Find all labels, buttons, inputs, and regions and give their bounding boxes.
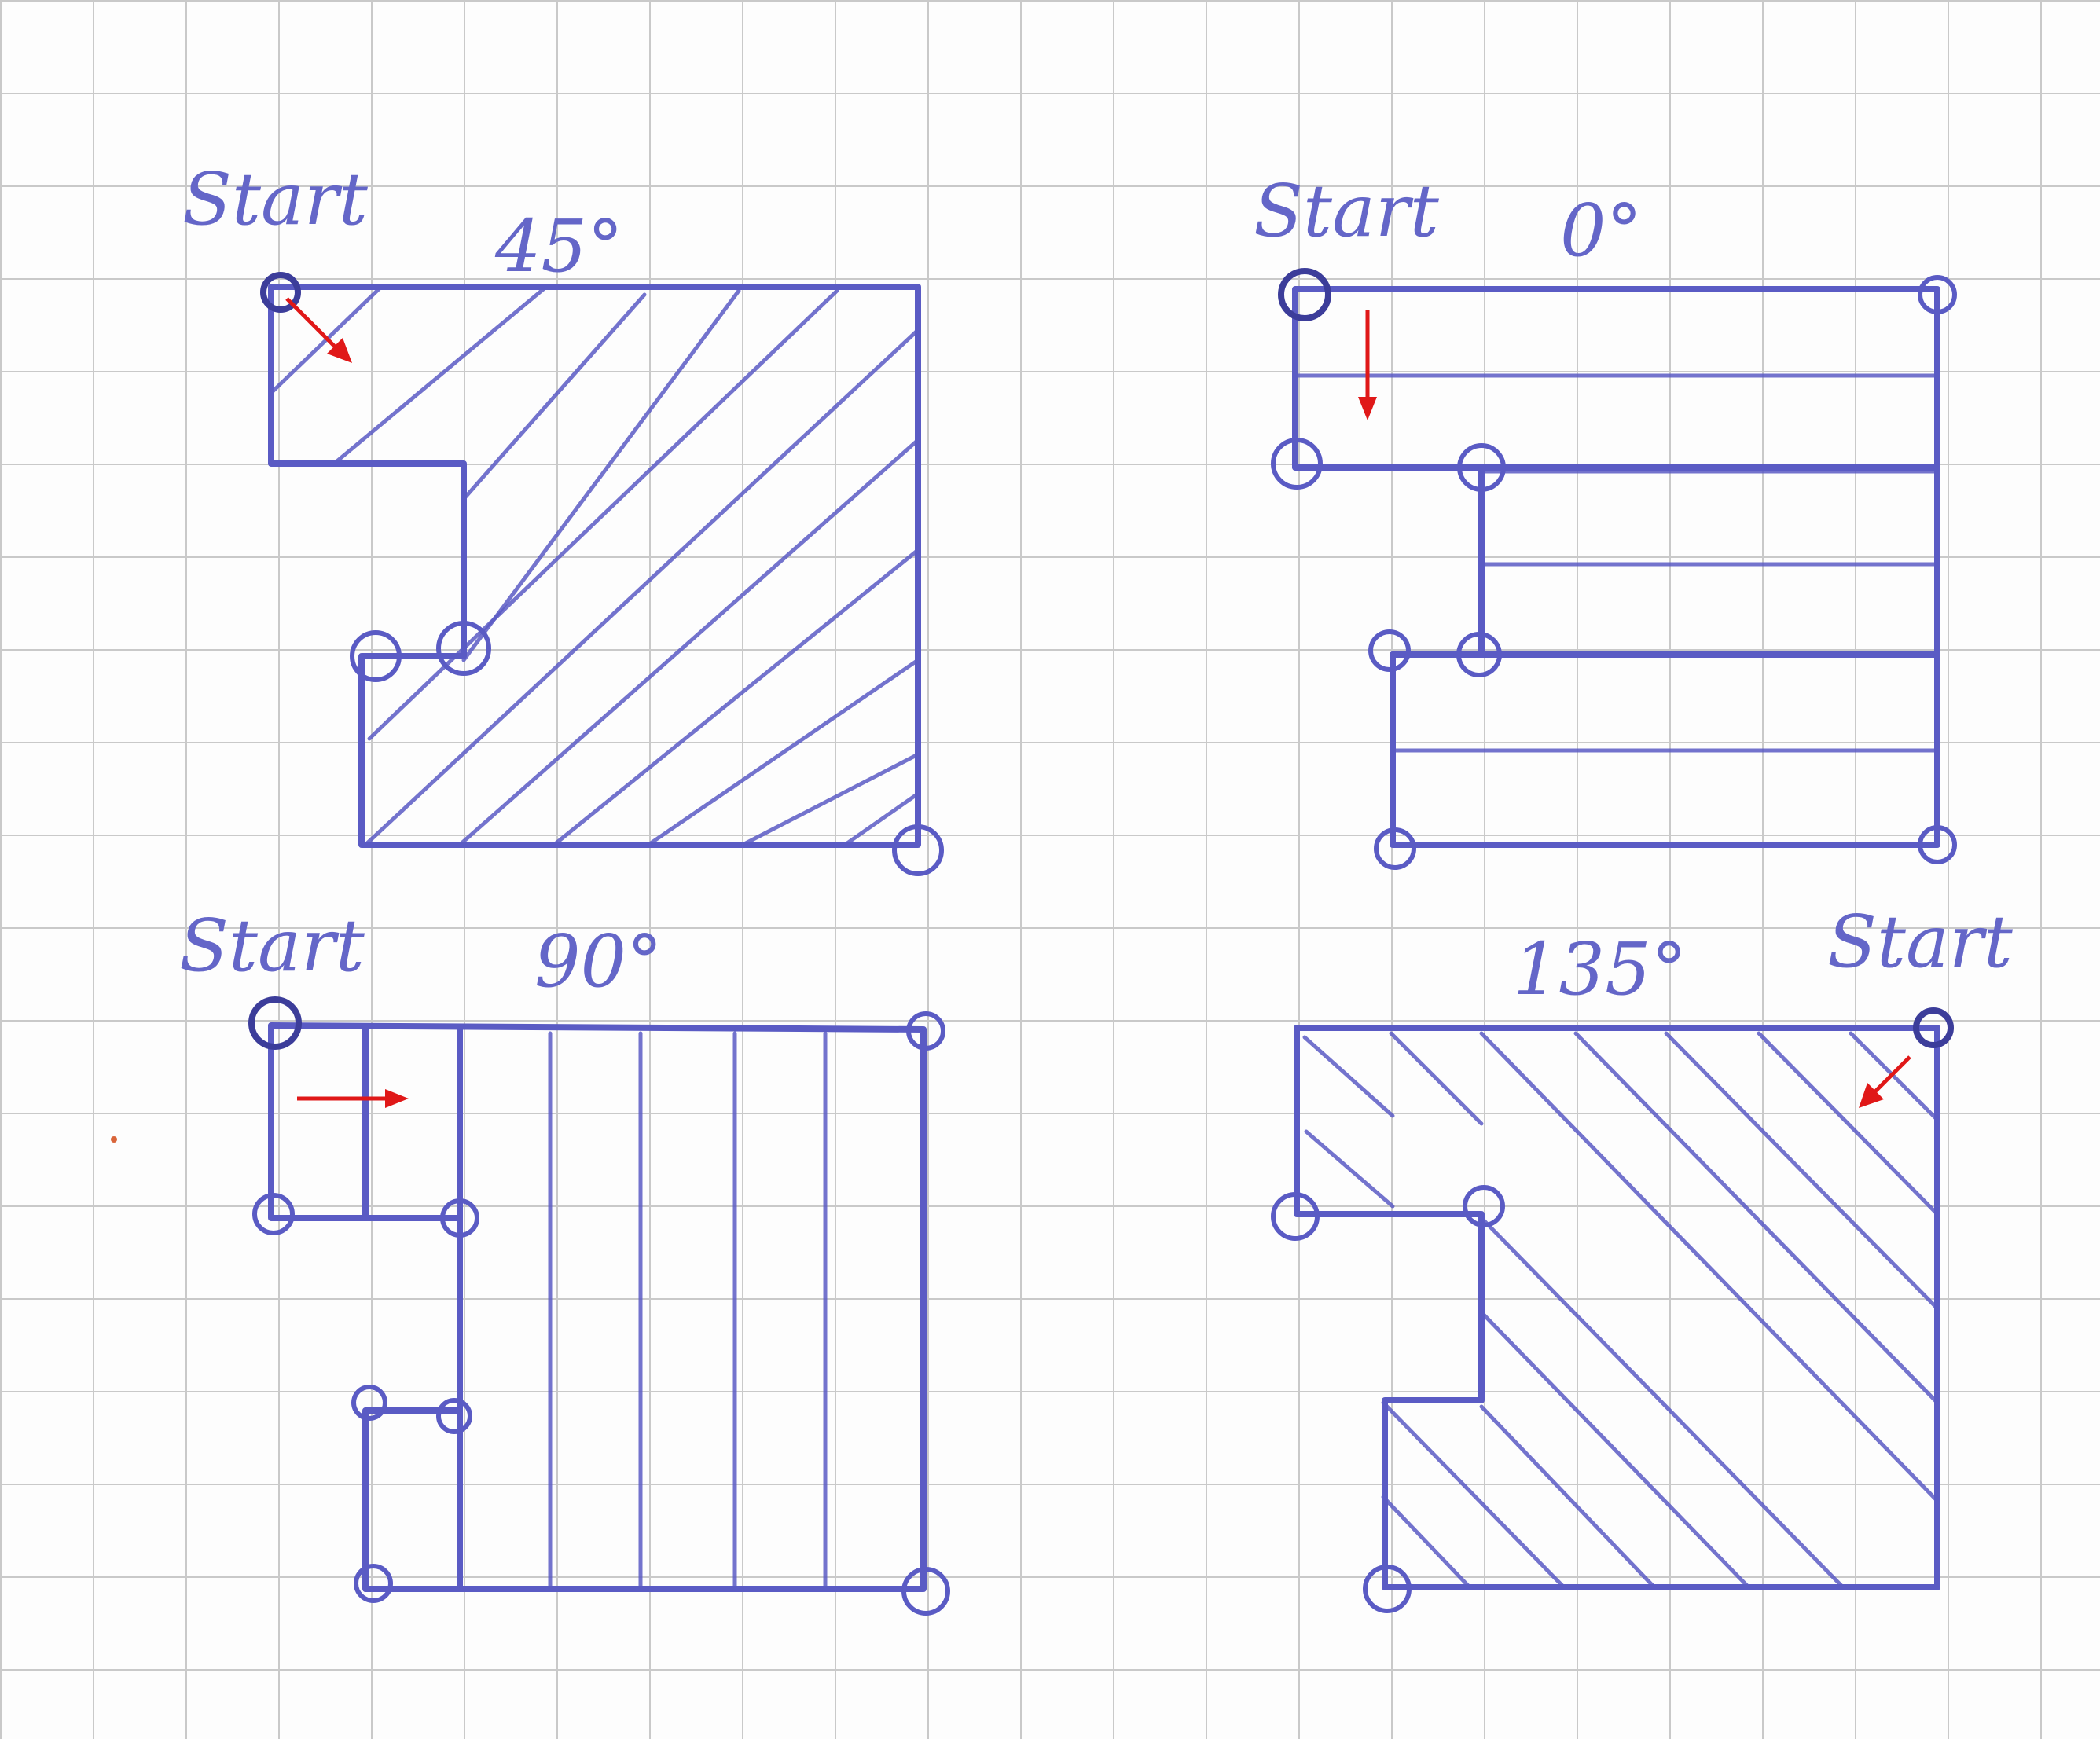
vertex-marker (1918, 825, 1957, 864)
direction-arrow-0 (1358, 310, 1377, 420)
vertex-marker (436, 1398, 472, 1434)
direction-arrow-90 (297, 1089, 409, 1108)
hatch-lines-45 (269, 284, 920, 847)
direction-arrow-135 (1859, 1055, 1911, 1108)
vertex-marker (1368, 629, 1411, 672)
hatch-line (1381, 1495, 1472, 1590)
hatch-line (1849, 1031, 1940, 1122)
vertex-marker (1363, 1565, 1412, 1613)
hatch-line (1757, 1031, 1940, 1216)
hatch-line (843, 791, 920, 847)
panel-0: Start 0° (1254, 169, 1957, 870)
polygon-outline-90 (268, 1022, 927, 1592)
hatch-line (1479, 1404, 1657, 1590)
start-label-0: Start (1254, 169, 1440, 253)
start-label-135: Start (1827, 900, 2014, 984)
hatch-line (1479, 1216, 1845, 1590)
direction-arrow-45 (285, 297, 352, 363)
panel-90: Start 90° (179, 904, 950, 1616)
hatch-line (1664, 1031, 1940, 1311)
polygon-outline-135 (1294, 1025, 1940, 1590)
vertex-marker (1456, 632, 1502, 677)
polygon-outline-0 (1292, 286, 1940, 848)
start-vertex-0 (1278, 268, 1331, 321)
hatch-line (1381, 1400, 1566, 1590)
panel-135: 135° Start (1271, 900, 2014, 1613)
hatch-line (1389, 1031, 1484, 1126)
start-vertex-135 (1913, 1007, 1954, 1048)
polygon-outline-45 (268, 284, 921, 848)
panel-45: Start 45° (182, 157, 944, 876)
hatch-line (1304, 1129, 1395, 1209)
hatch-lines-90 (548, 1031, 828, 1590)
vertex-marker (906, 1011, 945, 1051)
vertex-marker (901, 1567, 950, 1616)
vertex-marker (1271, 438, 1323, 490)
angle-label-135: 135° (1513, 927, 1687, 1011)
hatch-lines-0 (1293, 373, 1940, 753)
vertex-marker (252, 1193, 295, 1235)
hatch-line (457, 438, 920, 847)
hatch-line (461, 292, 647, 501)
hatch-line (1573, 1031, 1940, 1405)
hatch-line (1302, 1035, 1395, 1118)
hatch-line (1479, 1310, 1751, 1590)
start-label-90: Start (179, 904, 365, 988)
vertex-marker (1457, 443, 1506, 492)
ink-dot (111, 1136, 117, 1143)
vertex-marker (440, 1198, 479, 1238)
angle-label-90: 90° (534, 919, 663, 1003)
hatch-line (461, 288, 741, 662)
hatch-lines-135 (1302, 1031, 1940, 1590)
hatch-line (646, 658, 920, 847)
hatch-line (367, 288, 839, 741)
angle-label-0: 0° (1560, 189, 1643, 273)
start-label-45: Start (182, 157, 369, 241)
vertex-marker (892, 824, 944, 876)
start-vertex-45 (260, 272, 301, 313)
vertex-marker (351, 1385, 387, 1421)
hatch-line (332, 284, 549, 466)
angle-label-45: 45° (494, 204, 623, 288)
hatch-line (1479, 1031, 1940, 1503)
vertex-marker (1463, 1185, 1505, 1227)
vertex-marker (1271, 1192, 1320, 1241)
vertex-marker (354, 1564, 393, 1603)
vertex-marker (436, 621, 491, 676)
vertex-marker (1374, 827, 1416, 870)
hatch-line (740, 752, 920, 847)
vertex-marker (1918, 275, 1957, 314)
hatch-line (363, 328, 920, 847)
start-vertex-90 (248, 996, 302, 1050)
vertex-marker (350, 630, 402, 682)
hatch-line (552, 548, 920, 847)
